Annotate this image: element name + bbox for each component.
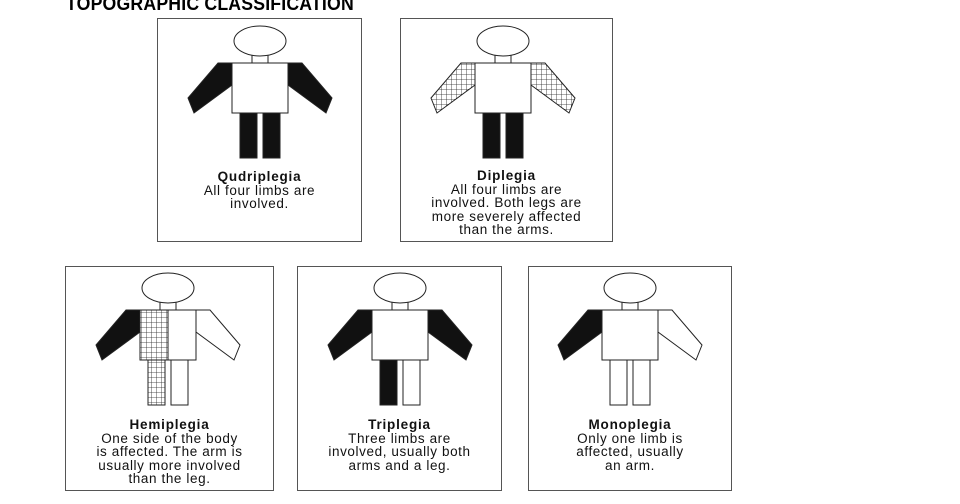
card-description-diplegia: All four limbs are involved. Both legs a… [431, 181, 582, 238]
card-title-monoplegia: Monoplegia [588, 417, 672, 432]
figure-monoplegia [557, 272, 703, 406]
right-arm-triplegia [427, 309, 473, 361]
left-leg-triplegia [379, 359, 398, 406]
card-description-hemiplegia: One side of the body is affected. The ar… [96, 430, 243, 487]
torso-right-hemiplegia [167, 309, 197, 361]
caption-triplegia: Triplegia Three limbs are involved, usua… [298, 418, 501, 472]
card-monoplegia: Monoplegia Only one limb is affected, us… [528, 266, 732, 491]
card-description-triplegia: Three limbs are involved, usually both a… [328, 430, 471, 473]
torso-quadriplegia [231, 62, 289, 114]
right-leg-quadriplegia [262, 112, 281, 159]
head-triplegia [373, 272, 427, 304]
left-arm-diplegia [430, 62, 476, 114]
page-heading: TOPOGRAPHIC CLASSIFICATION [66, 0, 354, 15]
right-arm-hemiplegia [195, 309, 241, 361]
torso-monoplegia [601, 309, 659, 361]
right-leg-triplegia [402, 359, 421, 406]
torso-triplegia [371, 309, 429, 361]
right-leg-hemiplegia [170, 359, 189, 406]
figure-diplegia [430, 25, 576, 159]
caption-quadriplegia: Qudriplegia All four limbs are involved. [158, 170, 361, 211]
head-quadriplegia [233, 25, 287, 57]
head-hemiplegia [141, 272, 195, 304]
figure-triplegia [327, 272, 473, 406]
card-title-hemiplegia: Hemiplegia [129, 417, 210, 432]
card-quadriplegia: Qudriplegia All four limbs are involved. [157, 18, 362, 242]
left-leg-monoplegia [609, 359, 628, 406]
left-leg-diplegia [482, 112, 501, 159]
caption-monoplegia: Monoplegia Only one limb is affected, us… [529, 418, 731, 472]
figure-quadriplegia [187, 25, 333, 159]
left-arm-monoplegia [557, 309, 603, 361]
right-leg-monoplegia [632, 359, 651, 406]
card-title-triplegia: Triplegia [368, 417, 431, 432]
left-arm-hemiplegia [95, 309, 141, 361]
card-description-monoplegia: Only one limb is affected, usually an ar… [576, 430, 684, 473]
card-hemiplegia: Hemiplegia One side of the body is affec… [65, 266, 274, 491]
head-diplegia [476, 25, 530, 57]
torso-left-hemiplegia [139, 309, 169, 361]
caption-hemiplegia: Hemiplegia One side of the body is affec… [66, 418, 273, 486]
left-arm-triplegia [327, 309, 373, 361]
right-arm-diplegia [530, 62, 576, 114]
head-monoplegia [603, 272, 657, 304]
right-arm-monoplegia [657, 309, 703, 361]
card-title-quadriplegia: Qudriplegia [217, 169, 302, 184]
caption-diplegia: Diplegia All four limbs are involved. Bo… [401, 169, 612, 237]
right-arm-quadriplegia [287, 62, 333, 114]
left-leg-hemiplegia [147, 359, 166, 406]
left-arm-quadriplegia [187, 62, 233, 114]
left-leg-quadriplegia [239, 112, 258, 159]
card-description-quadriplegia: All four limbs are involved. [203, 182, 316, 212]
card-diplegia: Diplegia All four limbs are involved. Bo… [400, 18, 613, 242]
card-title-diplegia: Diplegia [477, 168, 536, 183]
right-leg-diplegia [505, 112, 524, 159]
torso-diplegia [474, 62, 532, 114]
card-triplegia: Triplegia Three limbs are involved, usua… [297, 266, 502, 491]
figure-hemiplegia [95, 272, 241, 406]
